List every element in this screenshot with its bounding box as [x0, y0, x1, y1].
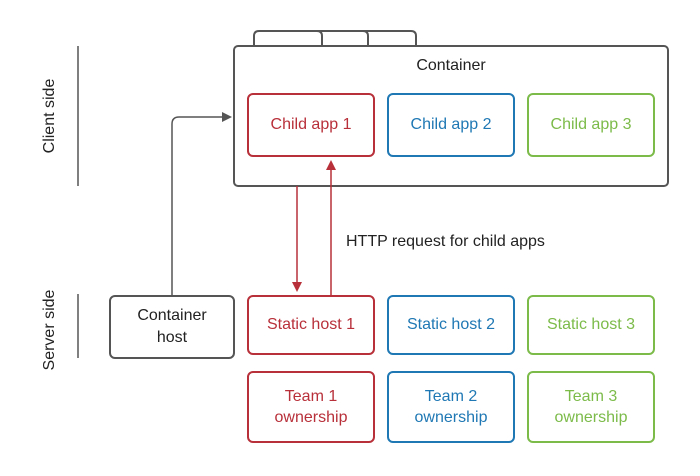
team-2-ownership: Team 2 ownership [387, 371, 515, 443]
static-host-2-label: Static host 2 [407, 316, 495, 333]
container-title: Container [416, 57, 486, 74]
static-host-3-label: Static host 3 [547, 316, 635, 333]
child-app-1-box [247, 93, 375, 157]
team-2-line1: Team 2 [425, 388, 478, 405]
container-host-box [109, 295, 235, 359]
team-3-box [527, 371, 655, 443]
container-host-line2: host [157, 329, 188, 346]
container-host: Container host [109, 295, 235, 359]
team-1-line2: ownership [275, 409, 348, 426]
static-host-1: Static host 1 [247, 295, 375, 355]
static-host-2-box [387, 295, 515, 355]
static-host-2: Static host 2 [387, 295, 515, 355]
child-app-3-label: Child app 3 [551, 116, 632, 133]
static-host-3: Static host 3 [527, 295, 655, 355]
team-1-ownership: Team 1 ownership [247, 371, 375, 443]
server-side-label: Server side [41, 289, 58, 370]
http-request-label: HTTP request for child apps [346, 233, 545, 250]
client-side-label: Client side [41, 79, 58, 154]
container-host-to-container-arrow [171, 112, 232, 296]
child-app-1: Child app 1 [247, 93, 375, 157]
team-1-box [247, 371, 375, 443]
static-host-1-label: Static host 1 [267, 316, 355, 333]
team-1-line1: Team 1 [285, 388, 338, 405]
child-app-2-label: Child app 2 [411, 116, 492, 133]
team-3-ownership: Team 3 ownership [527, 371, 655, 443]
static-host-1-box [247, 295, 375, 355]
child-app-2: Child app 2 [387, 93, 515, 157]
container-tab-1 [253, 30, 323, 46]
child-app-3-box [527, 93, 655, 157]
team-3-line2: ownership [555, 409, 628, 426]
container-tabs [253, 30, 417, 46]
child-app-1-label: Child app 1 [271, 116, 352, 133]
team-3-line1: Team 3 [565, 388, 618, 405]
child-app-3: Child app 3 [527, 93, 655, 157]
child-app-2-box [387, 93, 515, 157]
static-host-3-box [527, 295, 655, 355]
team-2-line2: ownership [415, 409, 488, 426]
team-2-box [387, 371, 515, 443]
container-host-line1: Container [137, 307, 207, 324]
